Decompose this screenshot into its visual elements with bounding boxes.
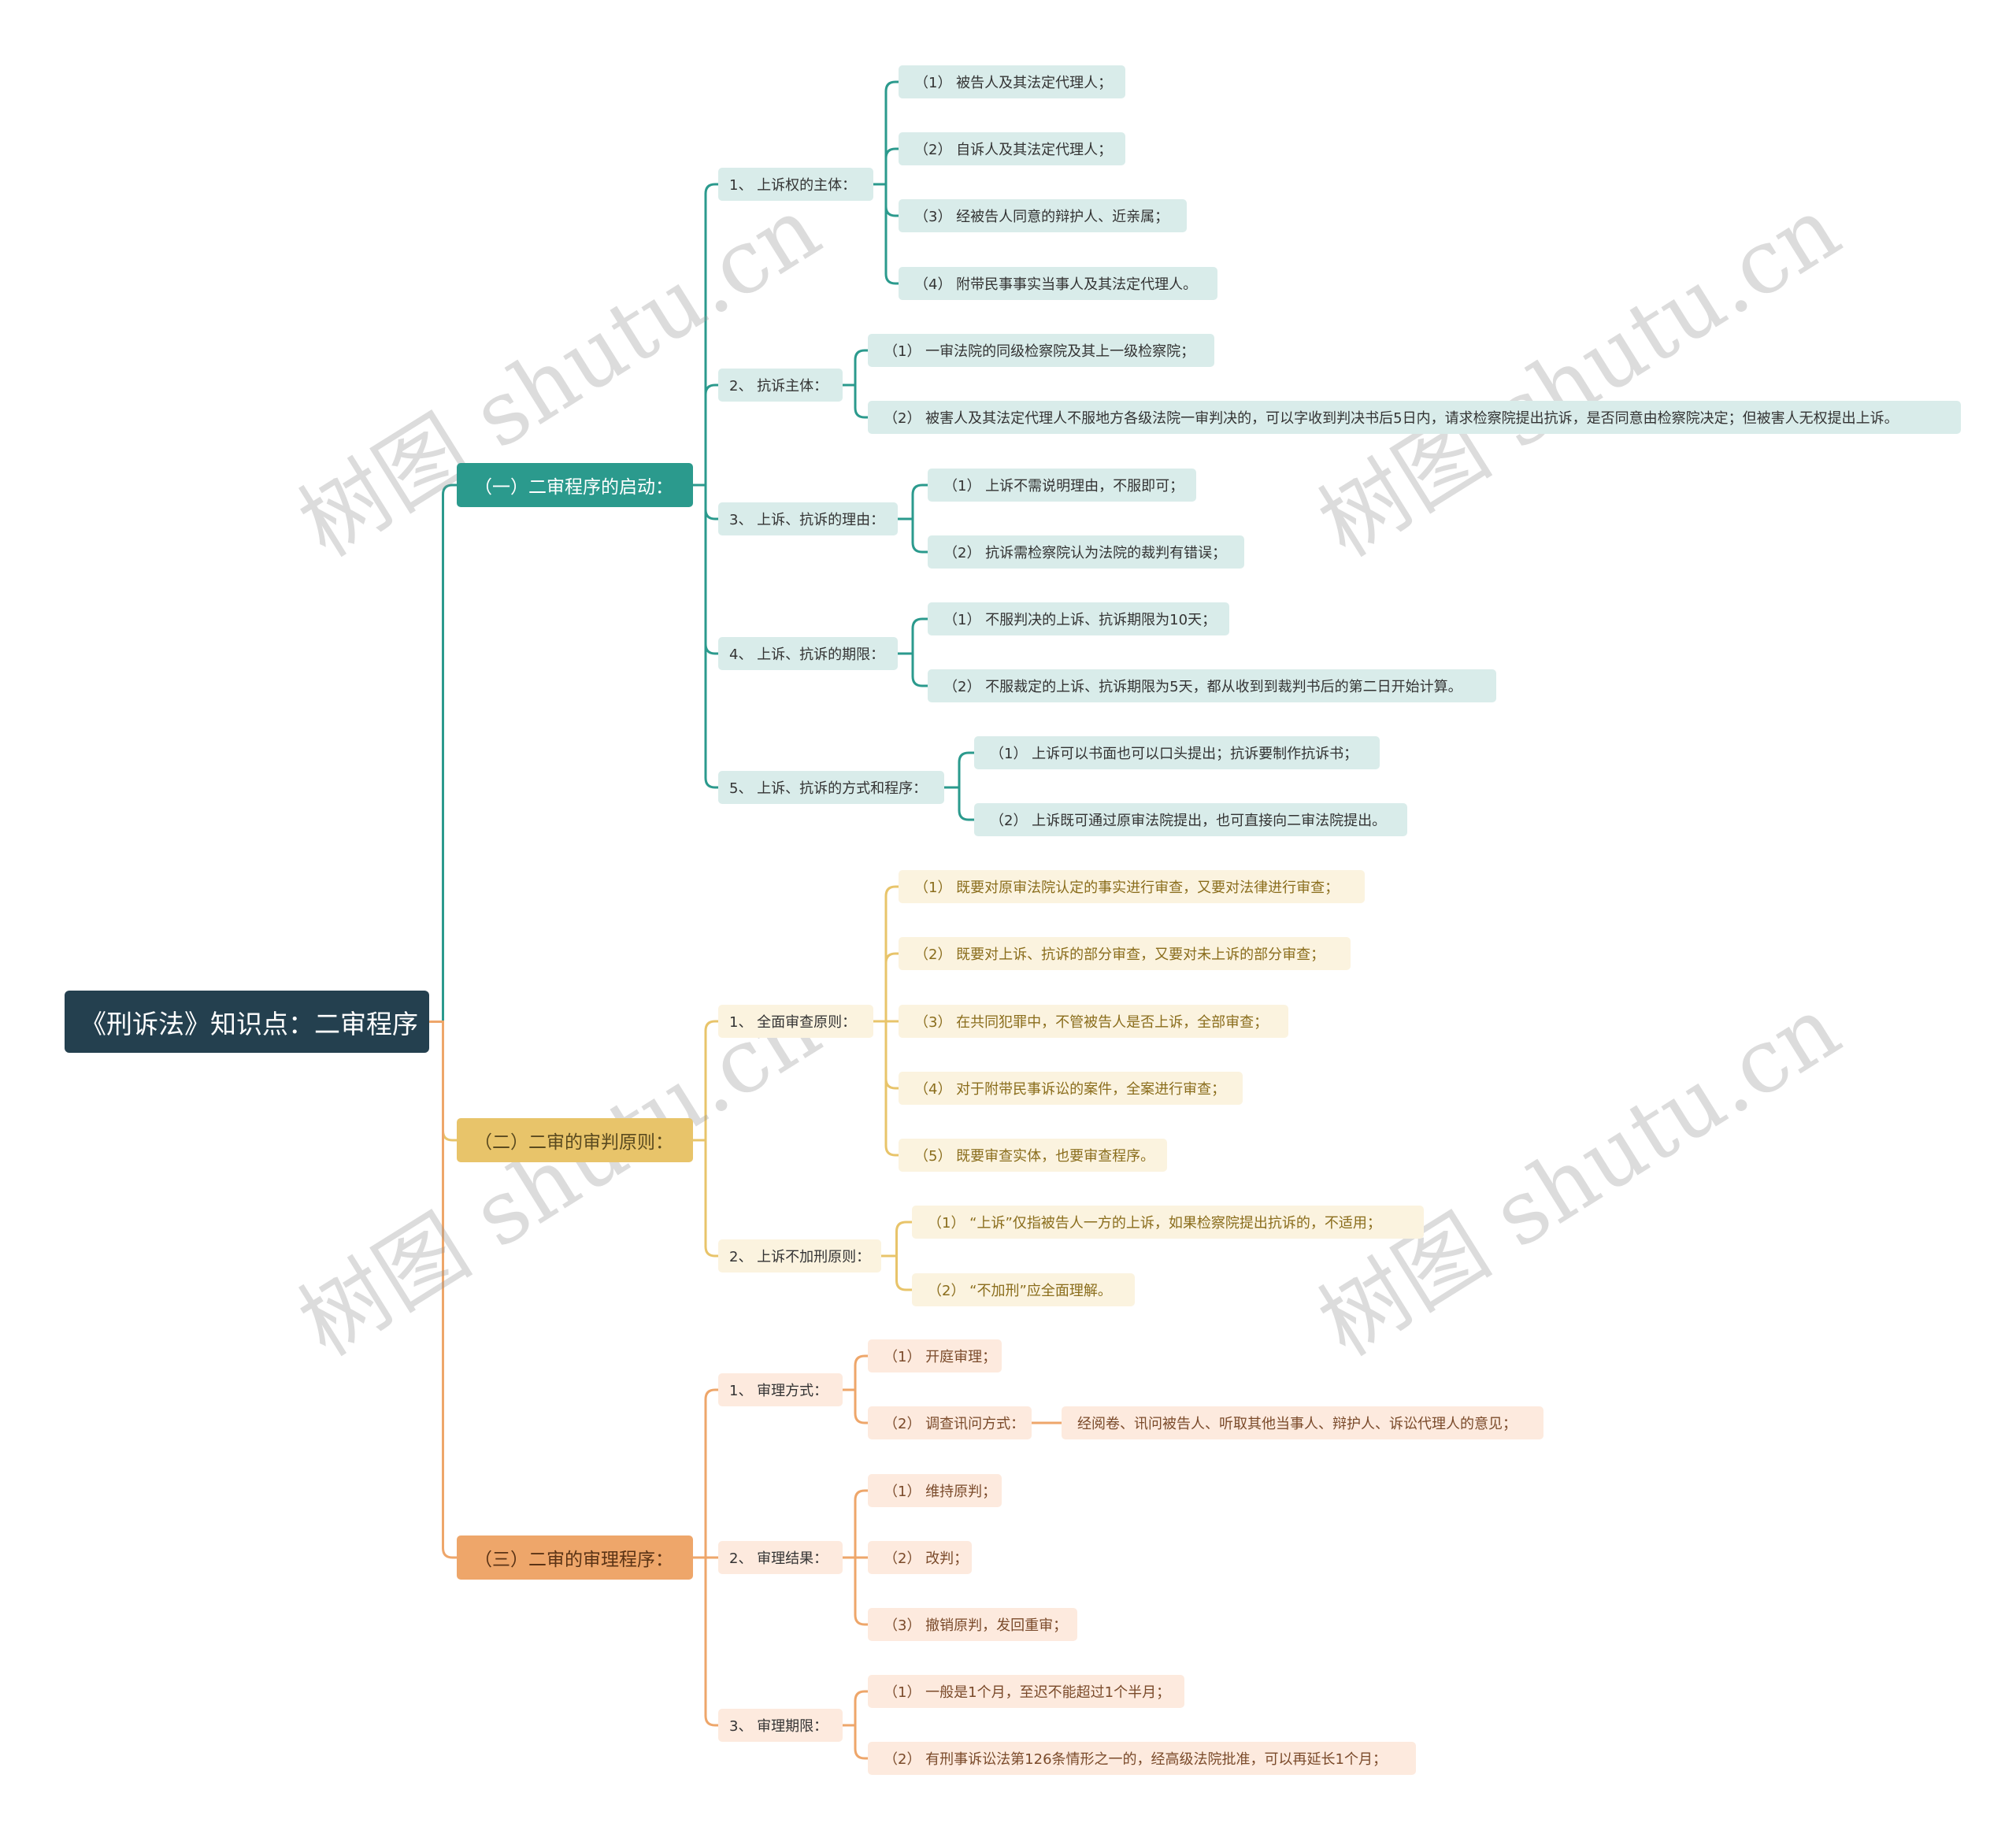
leaf-topic[interactable]: （1） 被告人及其法定代理人； (899, 65, 1125, 98)
branch-topic[interactable]: （三）二审的审理程序： (457, 1535, 693, 1580)
leaf-topic[interactable]: （3） 经被告人同意的辩护人、近亲属； (899, 199, 1187, 232)
leaf-topic[interactable]: （2） 不服裁定的上诉、抗诉期限为5天，都从收到到裁判书后的第二日开始计算。 (928, 669, 1496, 702)
subtopic[interactable]: 1、 全面审查原则： (718, 1005, 873, 1038)
connector (693, 1388, 718, 1559)
leaf-topic[interactable]: （5） 既要审查实体，也要审查程序。 (899, 1139, 1167, 1172)
leaf-topic[interactable]: （1） 不服判决的上诉、抗诉期限为10天； (928, 602, 1229, 635)
connector (693, 1139, 718, 1258)
connector (898, 652, 928, 687)
leaf-topic[interactable]: （2） 改判； (868, 1541, 972, 1574)
leaf-topic[interactable]: （2） 自诉人及其法定代理人； (899, 132, 1125, 165)
subtopic[interactable]: 4、 上诉、抗诉的期限： (718, 637, 898, 670)
leaf-topic[interactable]: （4） 对于附带民事诉讼的案件，全案进行审查； (899, 1072, 1243, 1105)
connector (873, 952, 899, 1023)
leaf-topic[interactable]: （2） “不加刑”应全面理解。 (912, 1273, 1135, 1306)
leaf-topic[interactable]: （2） 抗诉需检察院认为法院的裁判有错误； (928, 535, 1244, 569)
leaf-topic[interactable]: （1） “上诉”仅指被告人一方的上诉，如果检察院提出抗诉的，不适用； (912, 1206, 1424, 1239)
connector (873, 1020, 899, 1157)
connector (843, 1388, 868, 1424)
leaf-topic[interactable]: （1） 上诉不需说明理由，不服即可； (928, 469, 1196, 502)
leaf-topic[interactable]: （1） 开庭审理； (868, 1339, 1002, 1372)
connector (944, 786, 974, 821)
connector (898, 517, 928, 554)
connector (693, 183, 718, 487)
leaf-topic[interactable]: （2） 有刑事诉讼法第126条情形之一的，经高级法院批准，可以再延长1个月； (868, 1742, 1416, 1775)
connector (898, 617, 928, 655)
subtopic[interactable]: 3、 上诉、抗诉的理由： (718, 502, 898, 535)
connector (843, 1489, 868, 1559)
subtopic[interactable]: 3、 审理期限： (718, 1709, 843, 1742)
leaf-topic[interactable]: （1） 上诉可以书面也可以口头提出；抗诉要制作抗诉书； (974, 736, 1380, 769)
subtopic[interactable]: 2、 审理结果： (718, 1541, 843, 1574)
connector (944, 751, 974, 789)
leaf-topic[interactable]: （2） 上诉既可通过原审法院提出，也可直接向二审法院提出。 (974, 803, 1407, 836)
connector (693, 1556, 718, 1727)
leaf-topic[interactable]: （2） 被害人及其法定代理人不服地方各级法院一审判决的，可以字收到判决书后5日内… (868, 401, 1961, 434)
leaf-topic[interactable]: （2） 调查讯问方式： (868, 1406, 1032, 1439)
leaf-topic[interactable]: （1） 一审法院的同级检察院及其上一级检察院； (868, 334, 1214, 367)
subtopic[interactable]: 1、 上诉权的主体： (718, 168, 873, 201)
connector (693, 383, 718, 487)
connector (843, 1724, 868, 1760)
connector (843, 349, 868, 387)
connector (693, 1020, 718, 1142)
subtopic[interactable]: 1、 审理方式： (718, 1373, 843, 1406)
subtopic[interactable]: 2、 抗诉主体： (718, 369, 843, 402)
leaf-topic[interactable]: （1） 一般是1个月，至迟不能超过1个半月； (868, 1675, 1184, 1708)
root-topic[interactable]: 《刑诉法》知识点：二审程序 (65, 991, 429, 1053)
connector (873, 183, 899, 285)
connector (843, 1354, 868, 1391)
leaf-topic[interactable]: （3） 在共同犯罪中，不管被告人是否上诉，全部审查； (899, 1005, 1288, 1038)
branch-topic[interactable]: （一）二审程序的启动： (457, 463, 693, 507)
leaf-topic[interactable]: （3） 撤销原判，发回重审； (868, 1608, 1077, 1641)
connector (843, 383, 868, 419)
subtopic[interactable]: 5、 上诉、抗诉的方式和程序： (718, 771, 944, 804)
connector (693, 483, 718, 789)
connector (881, 1221, 912, 1258)
leaf-topic[interactable]: （4） 附带民事事实当事人及其法定代理人。 (899, 267, 1217, 300)
connector (843, 1690, 868, 1727)
connector (898, 483, 928, 520)
connector (873, 147, 899, 186)
leaf-topic[interactable]: （1） 维持原判； (868, 1474, 1002, 1507)
connector (873, 885, 899, 1023)
connector (843, 1556, 868, 1626)
leaf-topic[interactable]: （1） 既要对原审法院认定的事实进行审查，又要对法律进行审查； (899, 870, 1365, 903)
leaf-topic[interactable]: （2） 既要对上诉、抗诉的部分审查，又要对未上诉的部分审查； (899, 937, 1351, 970)
connector (873, 80, 899, 186)
leaf-topic[interactable]: 经阅卷、讯问被告人、听取其他当事人、辩护人、诉讼代理人的意见； (1062, 1406, 1544, 1439)
subtopic[interactable]: 2、 上诉不加刑原则： (718, 1239, 881, 1272)
connector (429, 1021, 457, 1559)
connector (881, 1254, 912, 1291)
branch-topic[interactable]: （二）二审的审判原则： (457, 1118, 693, 1162)
connector (429, 483, 457, 1023)
